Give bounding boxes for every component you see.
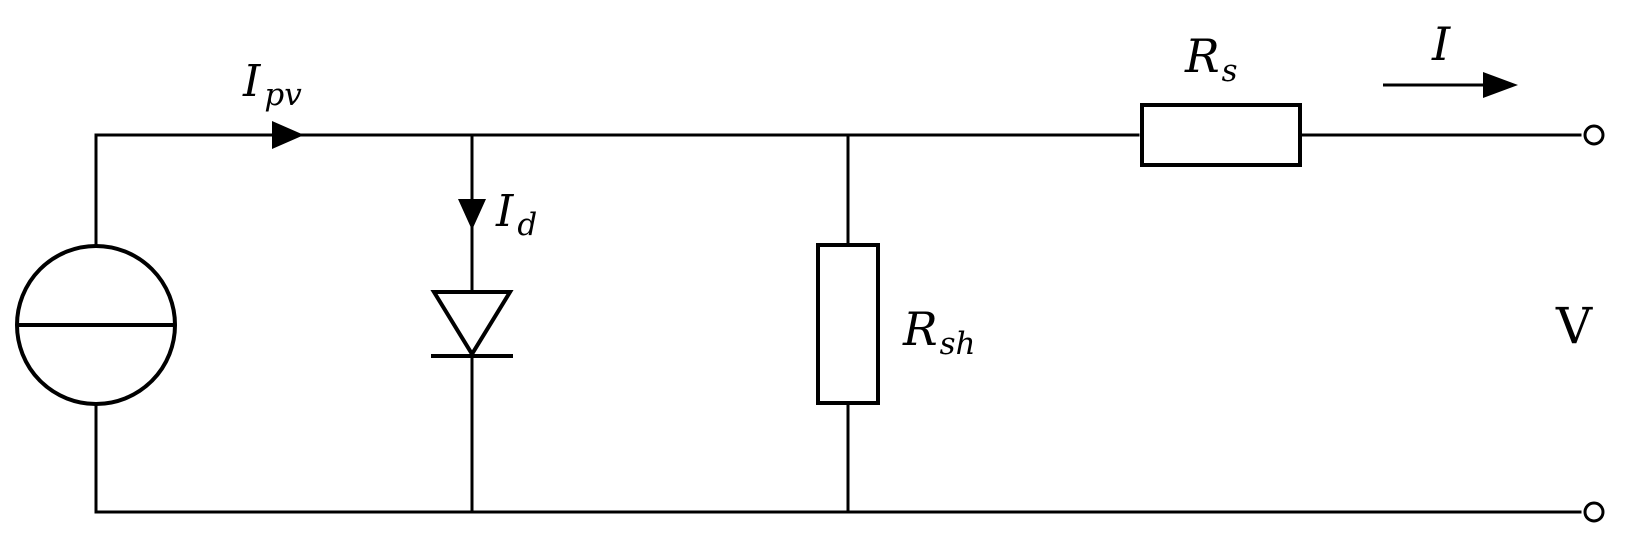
output-terminal-bottom xyxy=(1583,501,1605,523)
label-rs: Rs xyxy=(1184,29,1238,89)
id-arrow-icon xyxy=(458,199,486,230)
label-rsh: Rsh xyxy=(902,302,976,362)
ipv-arrow-icon xyxy=(272,121,304,149)
label-output-current: I xyxy=(1431,17,1451,71)
series-resistor xyxy=(1140,103,1302,167)
output-terminal-top xyxy=(1583,124,1605,146)
diode xyxy=(430,290,514,358)
output-current-arrow-icon xyxy=(1383,72,1518,98)
shunt-resistor xyxy=(816,243,880,405)
current-source xyxy=(15,244,177,406)
label-voltage: V xyxy=(1555,297,1593,355)
diode-triangle xyxy=(430,290,514,358)
